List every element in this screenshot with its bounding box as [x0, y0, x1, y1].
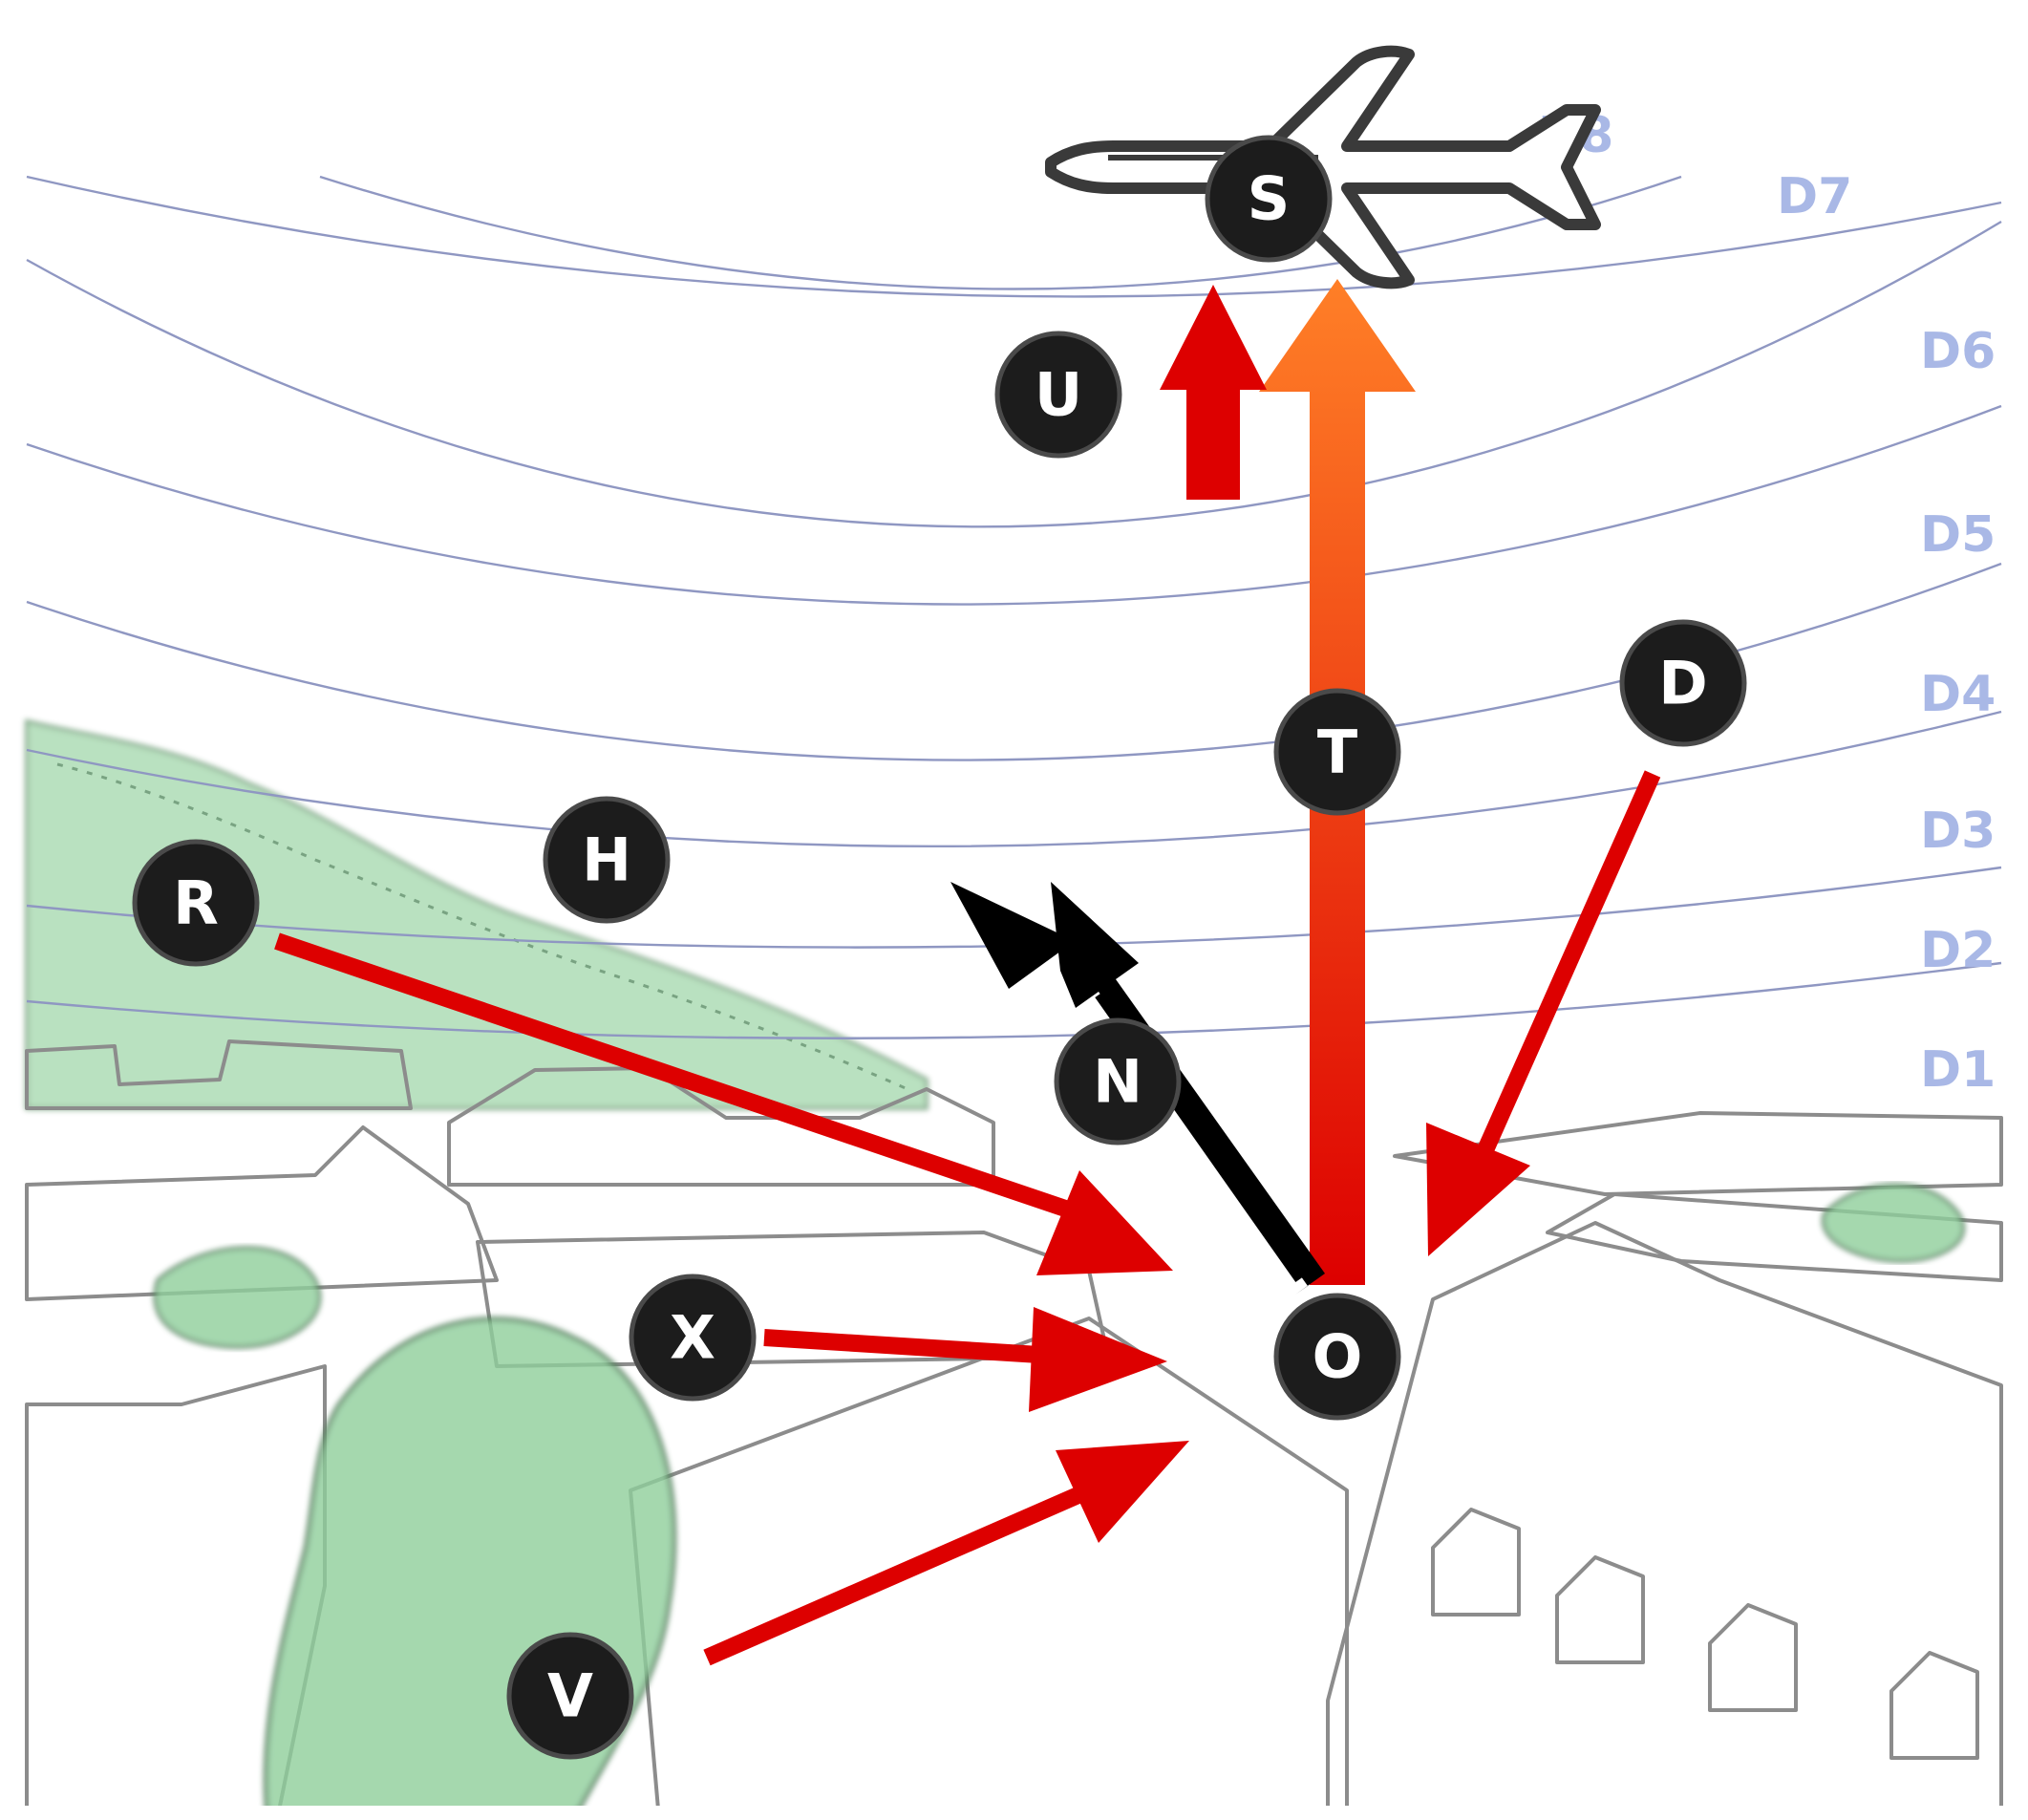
node-t-label: T	[1317, 717, 1357, 787]
hillside-texture	[56, 762, 908, 1091]
building-left-back	[25, 1039, 413, 1110]
dormer-window	[1555, 1555, 1645, 1664]
node-n-label: N	[1093, 1047, 1142, 1117]
arrow-r-head	[1036, 1170, 1173, 1275]
layer-label-d3: D3	[1920, 803, 1996, 860]
layer-label-d6: D6	[1920, 323, 1996, 380]
node-t: T	[1273, 688, 1401, 816]
shrub-foliage	[153, 1246, 322, 1350]
node-u: U	[994, 331, 1122, 459]
node-o: O	[1273, 1293, 1401, 1421]
node-r: R	[132, 839, 260, 967]
tree-foliage	[263, 1316, 677, 1820]
node-h-label: H	[582, 825, 631, 895]
layer-label-d1: D1	[1920, 1041, 1996, 1099]
arrow-n-diagonal	[1051, 882, 1325, 1295]
node-o-label: O	[1313, 1322, 1363, 1392]
node-markers: S U T D H R N X	[132, 135, 1747, 1760]
layer-label-d4: D4	[1920, 666, 1996, 723]
building-right-back	[1393, 1111, 2003, 1196]
layer-line-d3	[26, 710, 2002, 848]
node-s-label: S	[1248, 164, 1291, 234]
node-x-label: X	[670, 1303, 715, 1373]
arrow-v-shaft	[703, 1482, 1093, 1666]
node-s: S	[1205, 135, 1333, 263]
layer-line-d5	[26, 404, 2002, 606]
dormer-window	[1708, 1603, 1798, 1712]
node-n: N	[1054, 1017, 1182, 1146]
node-u-label: U	[1035, 360, 1082, 430]
node-r-label: R	[173, 868, 219, 938]
layer-line-d8	[319, 175, 1682, 290]
layer-line-d7	[26, 175, 2002, 298]
layer-label-d2: D2	[1920, 922, 1996, 979]
arrow-d-head	[1426, 1123, 1530, 1256]
roof-center-front	[629, 1317, 1349, 1820]
node-v: V	[506, 1632, 634, 1760]
arrow-u-vertical	[1160, 285, 1267, 500]
layer-line-d1	[26, 961, 2002, 1039]
node-d-label: D	[1658, 649, 1707, 718]
arrow-d-shaft	[1472, 770, 1661, 1165]
arrow-n-head	[950, 882, 1075, 989]
dormer-window	[1889, 1651, 1979, 1760]
arrow-x-head	[1029, 1307, 1167, 1412]
node-v-label: V	[547, 1661, 593, 1731]
shrub-foliage	[1821, 1183, 1966, 1264]
arrow-v-head	[1056, 1441, 1189, 1543]
node-d: D	[1619, 619, 1747, 747]
node-h: H	[543, 796, 671, 924]
dormer-window	[1431, 1508, 1521, 1617]
arrow-x-shaft	[763, 1329, 1071, 1365]
building-left-mid	[25, 1125, 499, 1301]
building-far-right	[1546, 1192, 2003, 1282]
layer-label-d5: D5	[1920, 506, 1996, 564]
layer-label-d7: D7	[1777, 168, 1852, 225]
layer-line-d6	[26, 220, 2002, 528]
node-x: X	[629, 1274, 757, 1402]
tower-right-front	[1326, 1221, 2003, 1820]
hillside-vegetation	[25, 718, 929, 1110]
building-center-back	[447, 1066, 995, 1187]
arrow-r-shaft	[274, 932, 1082, 1222]
